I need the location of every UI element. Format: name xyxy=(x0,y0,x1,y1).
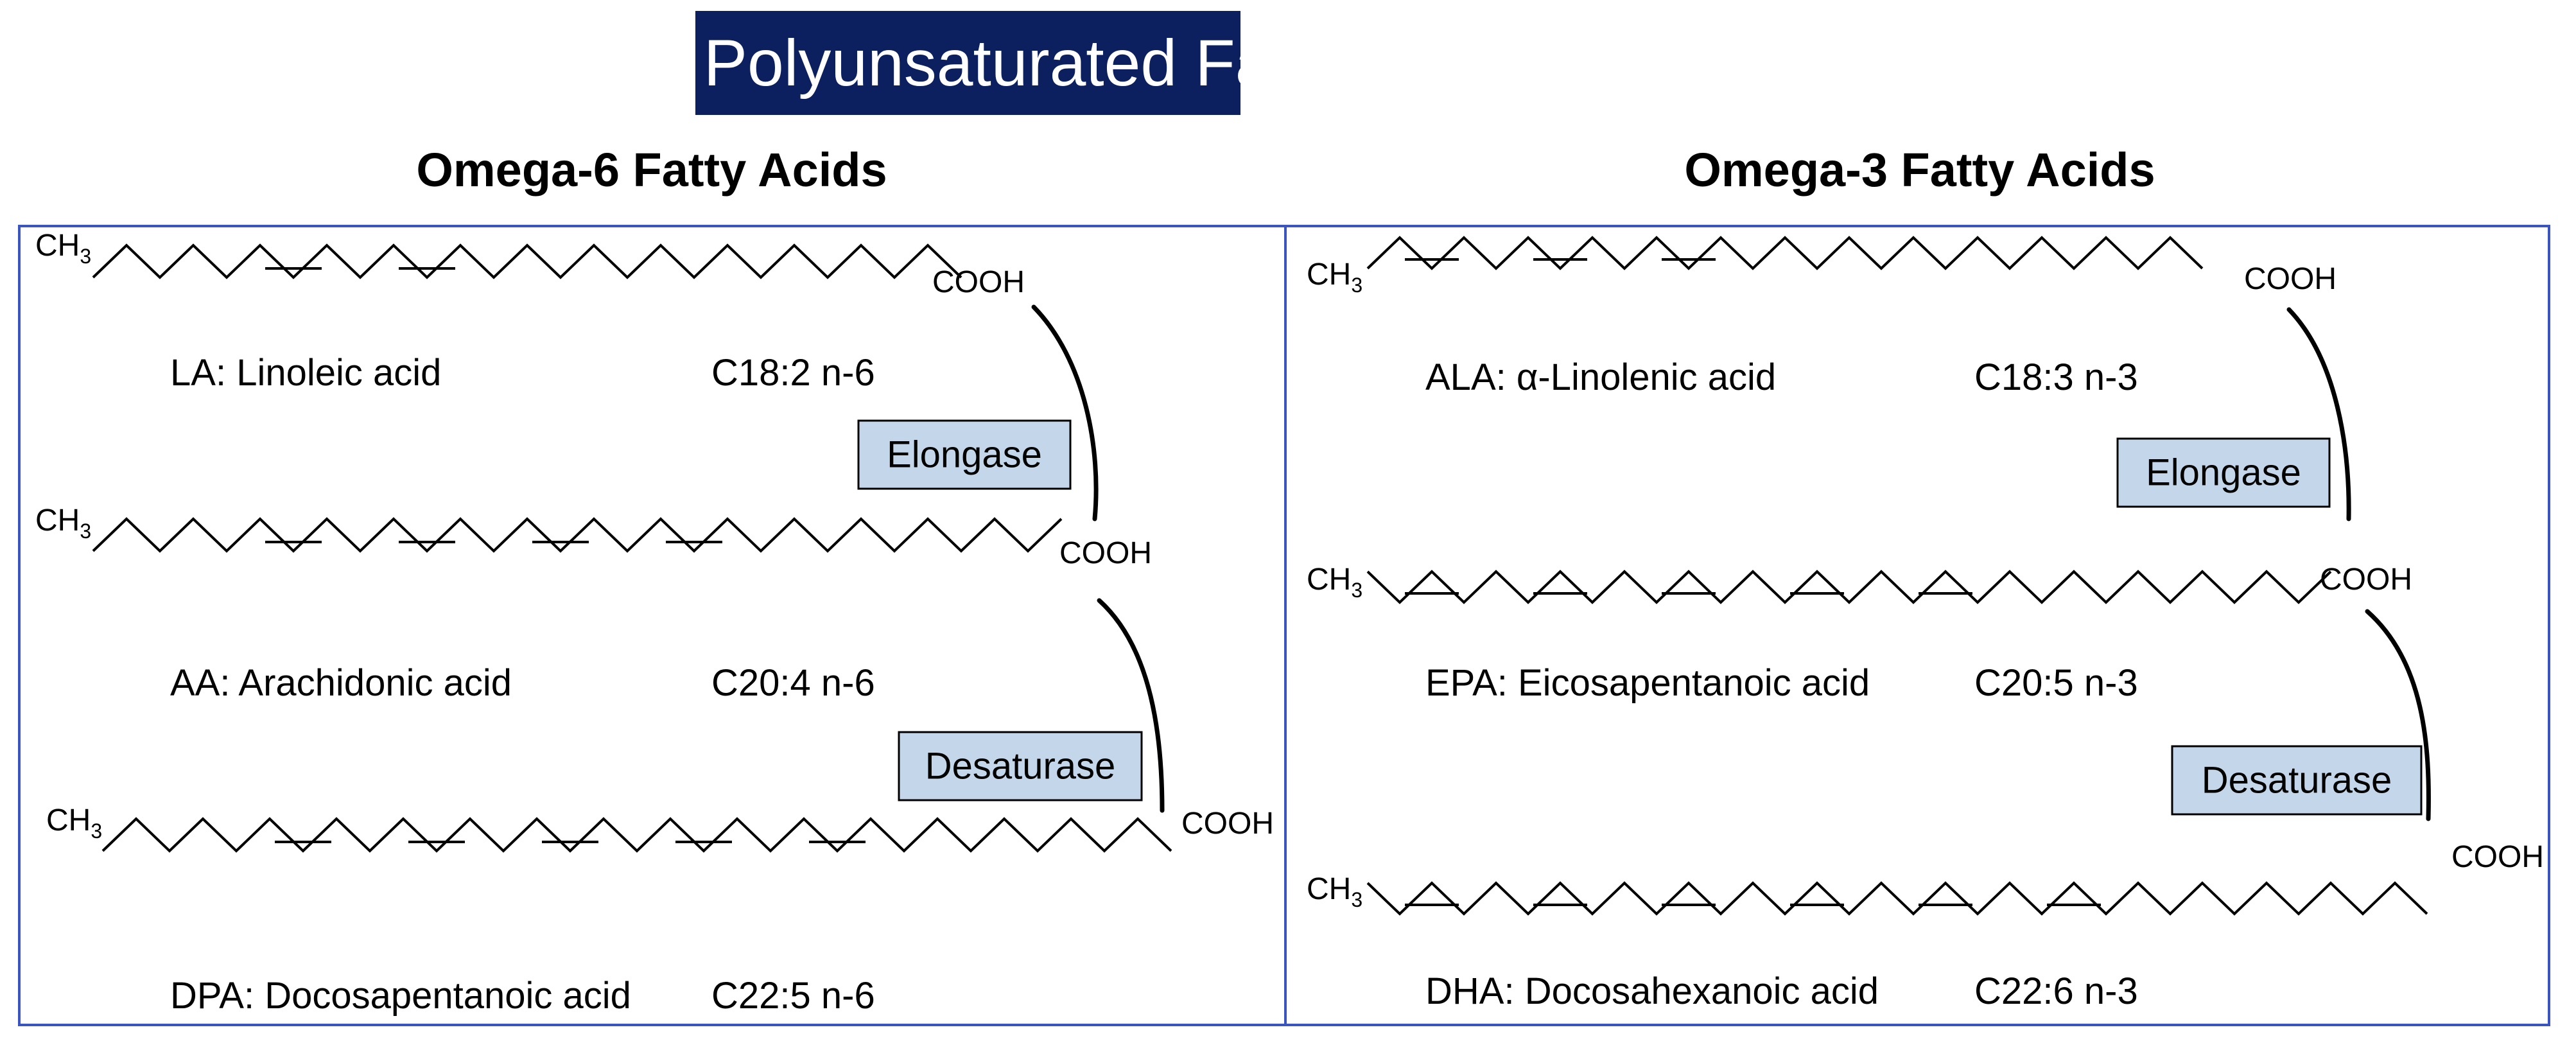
omega6-heading: Omega-6 Fatty Acids xyxy=(416,143,887,197)
molecule-name: DPA: Docosapentanoic acid xyxy=(170,975,631,1017)
dpa-chain xyxy=(101,817,1172,853)
ala-chain xyxy=(1366,236,2204,270)
cooh-label: COOH xyxy=(932,265,1025,299)
molecule-formula: C22:6 n-3 xyxy=(1974,970,2138,1012)
molecule-name: LA: Linoleic acid xyxy=(170,352,441,394)
omega3-panel xyxy=(1284,225,2550,1026)
enzyme-label: Desaturase xyxy=(2202,760,2392,801)
molecule-name: EPA: Eicosapentanoic acid xyxy=(1425,662,1870,704)
molecule-name: ALA: α-Linolenic acid xyxy=(1425,356,1776,398)
enzyme-label: Desaturase xyxy=(925,746,1116,787)
omega6-elongase-box: Elongase xyxy=(857,419,1072,490)
cooh-label: COOH xyxy=(2320,563,2412,597)
reaction-arrows xyxy=(1031,304,2431,821)
molecule-labels: LA: Linoleic acid C18:2 n-6 AA: Arachido… xyxy=(170,352,2138,1017)
la-chain xyxy=(92,243,962,279)
ch3-label: CH3 xyxy=(1307,563,1362,602)
omega6-desaturase-box: Desaturase xyxy=(898,731,1143,801)
enzyme-label: Elongase xyxy=(887,434,1042,476)
ch3-label: CH3 xyxy=(1307,872,1362,911)
molecule-name: AA: Arachidonic acid xyxy=(170,662,512,704)
omega6-elongase-arrow xyxy=(1031,304,1099,521)
omega3-heading: Omega-3 Fatty Acids xyxy=(1684,143,2155,197)
omega3-desaturase-box: Desaturase xyxy=(2171,745,2423,816)
cooh-label: COOH xyxy=(1181,807,1274,841)
molecule-formula: C18:3 n-3 xyxy=(1974,356,2138,398)
ch3-label: CH3 xyxy=(46,803,102,843)
omega3-elongase-box: Elongase xyxy=(2116,437,2331,508)
cooh-label: COOH xyxy=(2244,262,2337,296)
molecule-name: DHA: Docosahexanoic acid xyxy=(1425,970,1879,1012)
ch3-label: CH3 xyxy=(35,503,91,543)
omega3-desaturase-arrow xyxy=(2365,609,2431,821)
aa-chain xyxy=(92,517,1063,553)
dha-chain xyxy=(1366,881,2428,916)
title-banner: Essential Polyunsaturated Fatty Acids xyxy=(420,11,1516,115)
epa-chain xyxy=(1366,570,2332,604)
ch3-label: CH3 xyxy=(1307,258,1362,297)
ch3-label: CH3 xyxy=(35,229,91,268)
cooh-label: COOH xyxy=(2451,840,2544,874)
enzyme-label: Elongase xyxy=(2146,452,2301,494)
page-title: Essential Polyunsaturated Fatty Acids xyxy=(420,26,1516,100)
end-group-labels: CH3 COOH CH3 COOH CH3 COOH CH3 COOH CH3 … xyxy=(35,229,2544,911)
molecule-formula: C22:5 n-6 xyxy=(711,975,875,1017)
molecule-formula: C18:2 n-6 xyxy=(711,352,875,394)
molecule-formula: C20:5 n-3 xyxy=(1974,662,2138,704)
omega6-panel xyxy=(18,225,1287,1026)
cooh-label: COOH xyxy=(1059,536,1152,570)
skeletal-structures xyxy=(92,236,2428,916)
omega6-desaturase-arrow xyxy=(1097,598,1165,813)
omega3-elongase-arrow xyxy=(2286,307,2351,521)
title-background xyxy=(695,11,1240,115)
molecule-formula: C20:4 n-6 xyxy=(711,662,875,704)
